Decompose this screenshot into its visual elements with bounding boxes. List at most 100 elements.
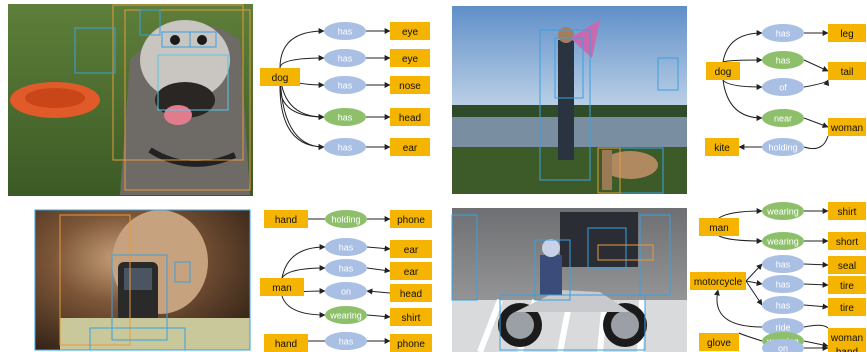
object-node-label: leg	[840, 29, 853, 40]
graph-edge	[803, 79, 830, 88]
object-node	[390, 138, 430, 156]
object-node	[828, 202, 866, 220]
object-node	[390, 22, 430, 40]
predicate-label: has	[776, 29, 791, 39]
object-node	[260, 68, 300, 86]
predicate-label: has	[339, 243, 354, 253]
predicate-node	[325, 282, 367, 300]
predicate-label: on	[778, 344, 788, 352]
predicate-node	[762, 78, 804, 96]
predicate-node	[324, 49, 366, 67]
object-node-label: phone	[397, 215, 425, 226]
graph-edge	[803, 281, 829, 288]
object-node	[390, 49, 430, 67]
object-node-label: tire	[840, 281, 854, 292]
object-node	[828, 118, 866, 136]
predicate-label: has	[338, 27, 353, 37]
predicate-node	[325, 259, 367, 277]
predicate-label: on	[341, 287, 351, 297]
graph-edge	[281, 244, 326, 279]
object-node-label: man	[272, 283, 291, 294]
object-node-label: tail	[841, 67, 854, 78]
predicate-label: has	[776, 56, 791, 66]
predicate-node	[324, 76, 366, 94]
object-node-label: seal	[838, 261, 856, 272]
predicate-label: has	[339, 264, 354, 274]
object-node-label: ear	[404, 267, 419, 278]
predicate-label: has	[776, 260, 791, 270]
graph-edge	[713, 289, 763, 328]
graph-edge	[718, 208, 763, 219]
photo-dog	[8, 4, 253, 196]
predicate-node	[324, 108, 366, 126]
predicate-label: ride	[775, 323, 790, 333]
graph-edge	[803, 59, 829, 72]
graph-edge	[745, 280, 763, 286]
predicate-node	[324, 138, 366, 156]
predicate-label: has	[338, 81, 353, 91]
object-node	[390, 262, 432, 280]
object-node	[828, 328, 866, 346]
object-node-label: ear	[404, 245, 419, 256]
object-node-label: glove	[707, 338, 731, 349]
object-node-label: kite	[714, 143, 730, 154]
object-node-label: eye	[402, 27, 419, 38]
predicate-label: has	[338, 143, 353, 153]
predicate-label: wearing	[766, 207, 799, 217]
predicate-label: has	[338, 54, 353, 64]
graph-edge	[722, 79, 763, 90]
graph-edge	[279, 55, 325, 69]
object-node-label: hand	[275, 339, 297, 350]
object-node-label: woman	[830, 123, 863, 134]
object-node	[264, 334, 308, 352]
graph-edge	[738, 332, 763, 342]
graph-edge	[279, 28, 325, 69]
predicate-node	[762, 138, 804, 156]
object-node-label: nose	[399, 81, 421, 92]
graph-edge	[803, 340, 829, 348]
predicate-label: has	[339, 337, 354, 347]
predicate-node	[762, 109, 804, 127]
object-node	[699, 218, 739, 236]
graph-edge	[279, 85, 325, 150]
graph-edge	[803, 261, 829, 268]
graph-edge	[366, 288, 391, 295]
graph-edge	[745, 263, 763, 282]
object-node	[828, 256, 866, 274]
predicate-label: has	[776, 301, 791, 311]
object-node-label: head	[399, 113, 421, 124]
predicate-node	[324, 22, 366, 40]
graph-edge	[366, 313, 391, 320]
object-node-label: tire	[840, 303, 854, 314]
object-node	[828, 62, 866, 80]
predicate-label: near	[774, 114, 792, 124]
object-node	[828, 298, 866, 316]
object-node	[390, 108, 430, 126]
object-node-label: shirt	[402, 313, 421, 324]
predicate-label: wearing	[766, 237, 799, 247]
graph-edge	[803, 135, 829, 150]
predicate-label: holding	[331, 215, 360, 225]
photo-motorcycle	[451, 208, 687, 352]
object-node	[828, 342, 866, 352]
object-node	[699, 333, 739, 351]
graph-edge	[718, 235, 763, 244]
object-node	[705, 138, 739, 156]
object-node	[828, 276, 866, 294]
object-node	[690, 272, 746, 290]
predicate-label: holding	[768, 143, 797, 153]
graph-edges	[279, 28, 830, 351]
object-node-label: hand	[836, 347, 858, 352]
object-node	[390, 284, 432, 302]
graph-edge	[803, 303, 829, 310]
object-node-label: hand	[275, 215, 297, 226]
object-node	[390, 334, 432, 352]
object-node	[828, 232, 866, 250]
predicate-label: of	[779, 83, 787, 93]
photo-kite	[452, 6, 687, 194]
object-node-label: dog	[272, 73, 289, 84]
object-node	[390, 76, 430, 94]
object-node-label: eye	[402, 54, 419, 65]
graph-edge	[803, 117, 829, 128]
